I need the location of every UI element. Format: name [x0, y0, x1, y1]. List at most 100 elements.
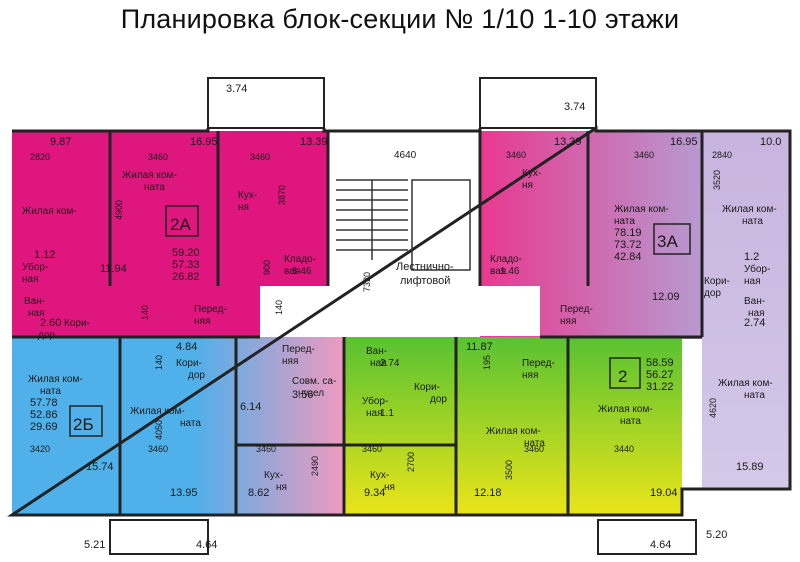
room-label: Кладо- — [284, 254, 316, 265]
room-label: Жилая ком- — [614, 204, 669, 215]
room-label: Кори- — [176, 358, 202, 369]
room-label: нузел — [298, 388, 324, 399]
stair-notch-right — [480, 286, 540, 336]
room-label: Жилая ком- — [722, 204, 777, 215]
room-label: лифтовой — [400, 275, 450, 287]
room-label: Кух- — [264, 470, 283, 481]
area-label: 8.62 — [248, 487, 269, 499]
area-label: 3.74 — [564, 101, 585, 113]
dimension-label: 3460 — [148, 444, 168, 454]
dimension-label: 3500 — [504, 460, 514, 480]
apartment-2-area — [344, 337, 682, 515]
area-label: 16.95 — [190, 136, 218, 148]
room-label: дор — [188, 370, 205, 381]
room-label: Перед- — [194, 304, 227, 315]
apartment-tag: 2А — [170, 215, 191, 234]
room-label: Убор- — [362, 395, 388, 407]
room-label: няя — [282, 356, 298, 367]
dimension-label: 2700 — [406, 452, 416, 472]
room-label: ня — [384, 482, 395, 493]
dimension-label: 3460 — [148, 152, 168, 162]
area-label: 16.95 — [670, 136, 698, 148]
dimension-label: 3460 — [524, 444, 544, 454]
room-label: няя — [194, 316, 210, 327]
apartment-living-total: 52.86 — [30, 409, 58, 421]
area-label: 19.04 — [650, 487, 678, 499]
area-label: 2.60 — [40, 317, 61, 329]
room-label: Кори- — [64, 318, 90, 329]
area-label: 12.09 — [652, 291, 680, 303]
right-wing-area — [702, 131, 790, 489]
room-label: Совм. са- — [292, 376, 336, 387]
room-label: вая — [490, 266, 506, 277]
room-label: ната — [614, 216, 635, 227]
apartment-2b-area — [12, 337, 344, 515]
room-label: Убор- — [744, 263, 770, 275]
room-label: ня — [238, 202, 249, 213]
dimension-label: 3520 — [712, 170, 722, 190]
room-label: Жилая ком- — [130, 406, 185, 417]
apartment-tag: 2Б — [73, 415, 94, 434]
room-label: Кори- — [414, 382, 440, 393]
dimension-label: 3460 — [634, 150, 654, 160]
dimension-label: 3460 — [506, 150, 526, 160]
tag-box-2b — [69, 405, 103, 437]
room-label: Кладо- — [490, 254, 522, 265]
room-label: Ван- — [366, 346, 387, 357]
apartment-living-total: 56.27 — [646, 369, 674, 381]
area-label: 15.74 — [86, 461, 114, 473]
stair-lift-shaft — [336, 179, 471, 271]
dimension-label: 140 — [274, 300, 284, 315]
room-label: ня — [522, 180, 533, 191]
area-label: 1.12 — [34, 249, 55, 261]
area-label: 1.46 — [292, 266, 312, 277]
dimension-label: 900 — [262, 260, 272, 275]
dimension-label: 3440 — [614, 444, 634, 454]
area-label: 13.39 — [554, 136, 582, 148]
room-label: Ван- — [744, 296, 765, 307]
room-label: ната — [742, 216, 763, 227]
apartment-living: 31.22 — [646, 381, 674, 393]
area-label: 1.2 — [744, 251, 759, 263]
dimension-label: 3460 — [250, 152, 270, 162]
room-label: няя — [522, 370, 538, 381]
room-label: Убор- — [22, 261, 48, 273]
area-label: 15.89 — [736, 461, 764, 473]
room-label: ная — [744, 276, 761, 287]
stair-core — [328, 131, 480, 334]
area-label: 4.64 — [196, 539, 217, 551]
outer-wall — [7, 125, 792, 517]
apartment-total: 78.19 — [614, 227, 642, 239]
room-label: ната — [524, 438, 545, 449]
area-label: 12.18 — [474, 487, 502, 499]
room-label: Кух- — [522, 168, 541, 179]
dimension-label: 2490 — [310, 456, 320, 476]
area-label: 5.20 — [706, 529, 727, 541]
area-label: 11.94 — [100, 263, 127, 275]
balcony-top-right — [479, 77, 597, 129]
area-label: 1.46 — [500, 266, 520, 277]
room-label: Перед- — [522, 358, 555, 369]
room-label: ная — [370, 358, 387, 369]
apartment-tag: 3А — [657, 232, 678, 251]
dimension-label: 4620 — [708, 398, 718, 418]
balcony-top-left — [207, 77, 325, 129]
room-label: Кори- — [704, 276, 730, 287]
apartment-living: 29.69 — [30, 421, 58, 433]
area-label: 9.87 — [50, 136, 71, 148]
dimension-label: 3420 — [30, 444, 50, 454]
dimension-label: 2840 — [712, 150, 732, 160]
dimension-label: 4900 — [114, 200, 124, 220]
area-label: 9.34 — [364, 487, 385, 499]
lift-shaft — [411, 179, 471, 271]
area-label: 4.84 — [176, 341, 197, 353]
room-label: ната — [744, 390, 765, 401]
room-label: ня — [276, 482, 287, 493]
walls — [7, 125, 792, 517]
area-label: 3.74 — [226, 83, 247, 95]
area-label: 1.1 — [380, 408, 394, 419]
area-label: 13.39 — [300, 136, 328, 148]
room-label: ная — [22, 274, 39, 285]
